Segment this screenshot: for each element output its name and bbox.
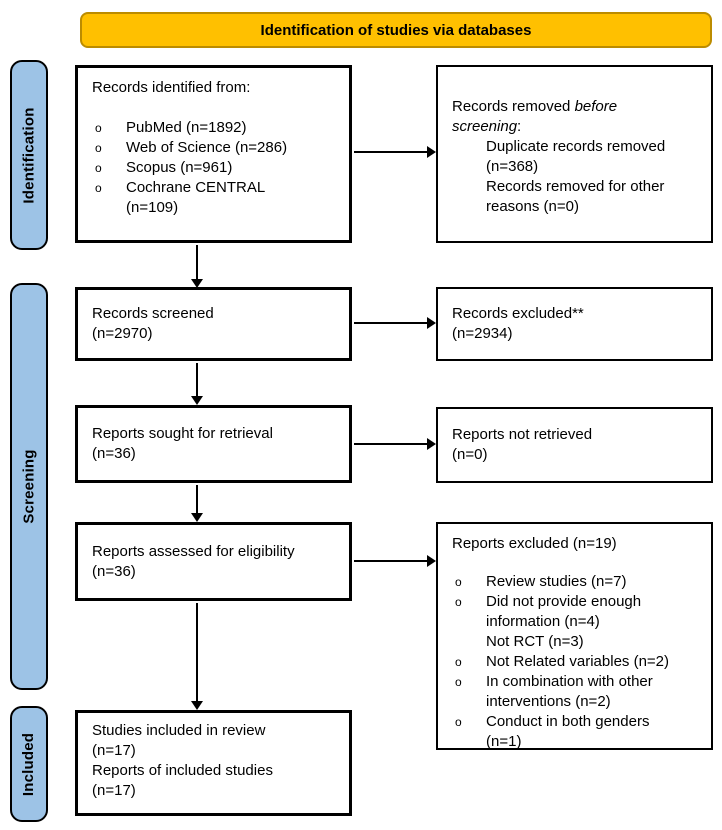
list-item-text: In combination with other interventions … [486,673,653,710]
box-records-excluded: Records excluded** (n=2934) [436,287,713,361]
diagram-title-banner: Identification of studies via databases [80,12,712,48]
list-item-text: Not Related variables (n=2) [486,653,670,670]
arrow-right-assessed-to-reports-excluded [354,560,427,562]
arrow-right-identified-to-removed [354,151,427,153]
list-item-text: Cochrane CENTRAL (n=109) [126,179,266,216]
list-item: o Not Related variables (n=2) [452,652,707,672]
box-reports-not-retrieved: Reports not retrieved (n=0) [436,407,713,483]
box-records-removed: Records removed before screening: oDupli… [436,65,713,243]
list-item: oDuplicate records removed (n=368) [452,137,703,177]
list-item-text: Review studies (n=7) [486,573,627,590]
list-item: o In combination with other interventions… [452,672,707,712]
box-records-identified: Records identified from: o PubMed (n=1892… [75,65,352,243]
box-studies-included: Studies included in review (n=17) Report… [75,710,352,816]
stage-label-included: Included [20,732,38,796]
bullet-icon: o [95,161,102,175]
list-item-text: PubMed (n=1892) [126,119,247,136]
list-item-text: Web of Science (n=286) [126,139,288,156]
list-item: o Scopus (n=961) [92,158,341,178]
arrow-down-assessed-to-included [196,603,198,701]
box-reports-excluded: Reports excluded (n=19) o Review studies … [436,522,713,750]
arrow-right-sought-to-not-retrieved [354,443,427,445]
list-item-text: Conduct in both genders (n=1) [486,713,650,750]
bullet-icon: o [455,715,462,729]
box-studies-included-text: Studies included in review (n=17) Report… [92,722,273,799]
list-item-text: Duplicate records removed (n=368) [486,138,666,175]
list-item: o Cochrane CENTRAL (n=109) [92,178,341,218]
arrow-down-screened-to-sought [196,363,198,396]
arrow-down-sought-to-assessed [196,485,198,513]
records-removed-title-italic-1: before [574,98,618,115]
arrow-down-identified-to-screened [196,245,198,279]
records-removed-list: oDuplicate records removed (n=368)oRecor… [452,137,703,217]
box-records-excluded-text: Records excluded** (n=2934) [452,305,584,342]
box-records-identified-title: Records identified from: [92,79,251,96]
bullet-icon: o [455,595,462,609]
records-removed-title-italic-2: screening [452,118,518,135]
box-reports-sought-text: Reports sought for retrieval (n=36) [92,425,273,462]
list-item: oRecords removed for other reasons (n=0) [452,177,703,217]
box-reports-assessed: Reports assessed for eligibility (n=36) [75,522,352,601]
bullet-icon: o [95,181,102,195]
box-reports-sought: Reports sought for retrieval (n=36) [75,405,352,483]
records-removed-title-normal: Records removed [452,98,575,115]
box-records-screened: Records screened (n=2970) [75,287,352,361]
box-records-removed-title: Records removed before screening: [452,97,703,137]
box-records-screened-text: Records screened (n=2970) [92,305,214,342]
list-item-text: Did not provide enough information (n=4)… [486,593,642,650]
box-reports-not-retrieved-text: Reports not retrieved (n=0) [452,426,593,463]
bullet-icon: o [95,121,102,135]
list-item: o Conduct in both genders (n=1) [452,712,707,752]
list-item: o Did not provide enough information (n=4… [452,592,707,652]
stage-pill-included: Included [10,706,48,822]
box-reports-assessed-text: Reports assessed for eligibility (n=36) [92,542,295,580]
stage-label-identification: Identification [20,106,38,204]
diagram-title: Identification of studies via databases [260,21,532,39]
records-removed-title-suffix: : [517,118,522,135]
list-item-text: Records removed for other reasons (n=0) [486,178,665,215]
box-reports-excluded-title: Reports excluded (n=19) [452,535,617,552]
list-item: o PubMed (n=1892) [92,118,341,138]
arrow-right-screened-to-excluded [354,322,427,324]
stage-pill-identification: Identification [10,60,48,250]
list-item: o Web of Science (n=286) [92,138,341,158]
list-item-text: Scopus (n=961) [126,159,233,176]
stage-pill-screening: Screening [10,283,48,690]
bullet-icon: o [95,141,102,155]
bullet-icon: o [455,655,462,669]
bullet-icon: o [455,575,462,589]
bullet-icon: o [455,675,462,689]
list-item: o Review studies (n=7) [452,572,707,592]
stage-label-screening: Screening [20,449,38,524]
